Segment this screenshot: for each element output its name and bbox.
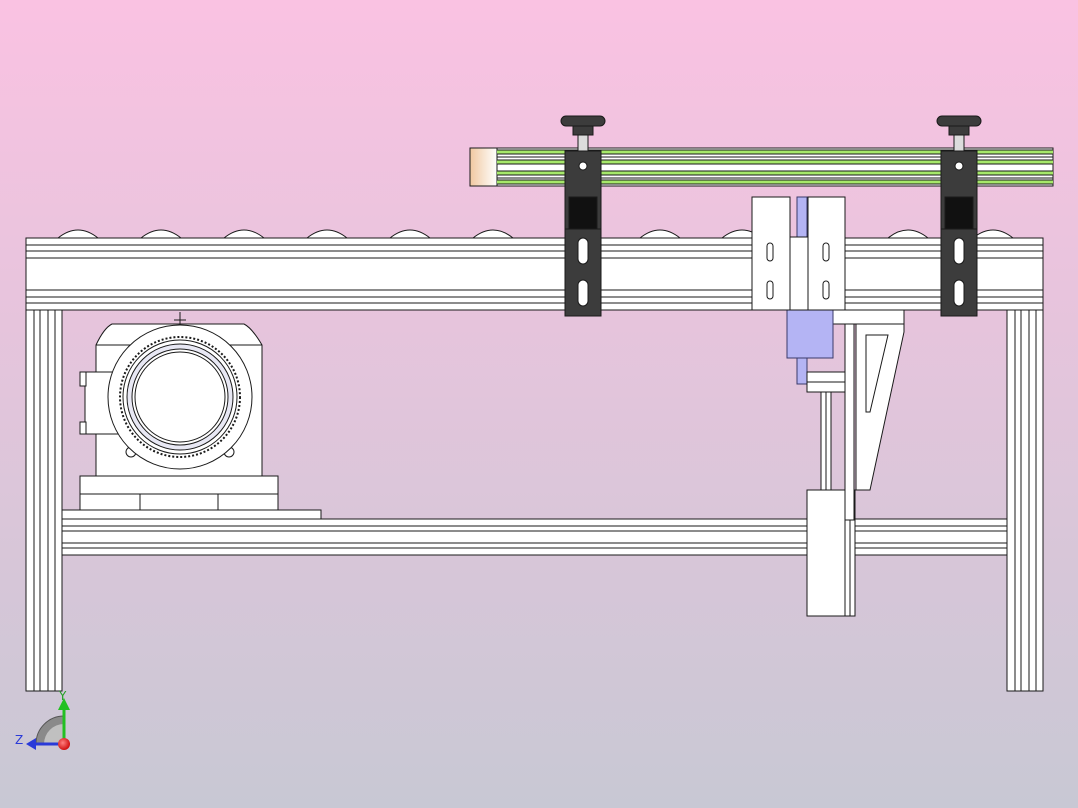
left-leg xyxy=(25,309,63,692)
rail-clamp-right xyxy=(936,115,982,317)
top-frame-beam xyxy=(25,237,1044,311)
clamp-knob xyxy=(560,115,606,127)
guide-rail-endcap xyxy=(469,147,498,187)
slot xyxy=(822,280,830,300)
slot xyxy=(822,242,830,262)
gear-motor xyxy=(79,312,279,511)
y-axis-arrow xyxy=(58,698,70,710)
rail-stripe xyxy=(497,180,1053,184)
motor-mount-plate xyxy=(61,509,322,520)
triad-origin xyxy=(58,738,70,750)
z-axis-label: Z xyxy=(15,733,23,747)
slot xyxy=(766,280,774,300)
conveyor-rollers xyxy=(56,229,1015,239)
clamp-knob xyxy=(936,115,982,127)
slot xyxy=(766,242,774,262)
lower-frame-beam xyxy=(61,518,1008,556)
orientation-triad: Y Z xyxy=(15,689,70,750)
y-axis-label: Y xyxy=(58,689,67,703)
rail-clamp-left xyxy=(560,115,606,317)
z-axis-arrow xyxy=(26,738,36,750)
stopper-assembly xyxy=(751,196,905,617)
rail-stripe xyxy=(497,171,1053,175)
pneumatic-cylinder xyxy=(786,309,834,359)
right-leg xyxy=(1006,309,1044,692)
rail-stripe xyxy=(497,160,1053,164)
rail-stripe xyxy=(497,150,1053,154)
